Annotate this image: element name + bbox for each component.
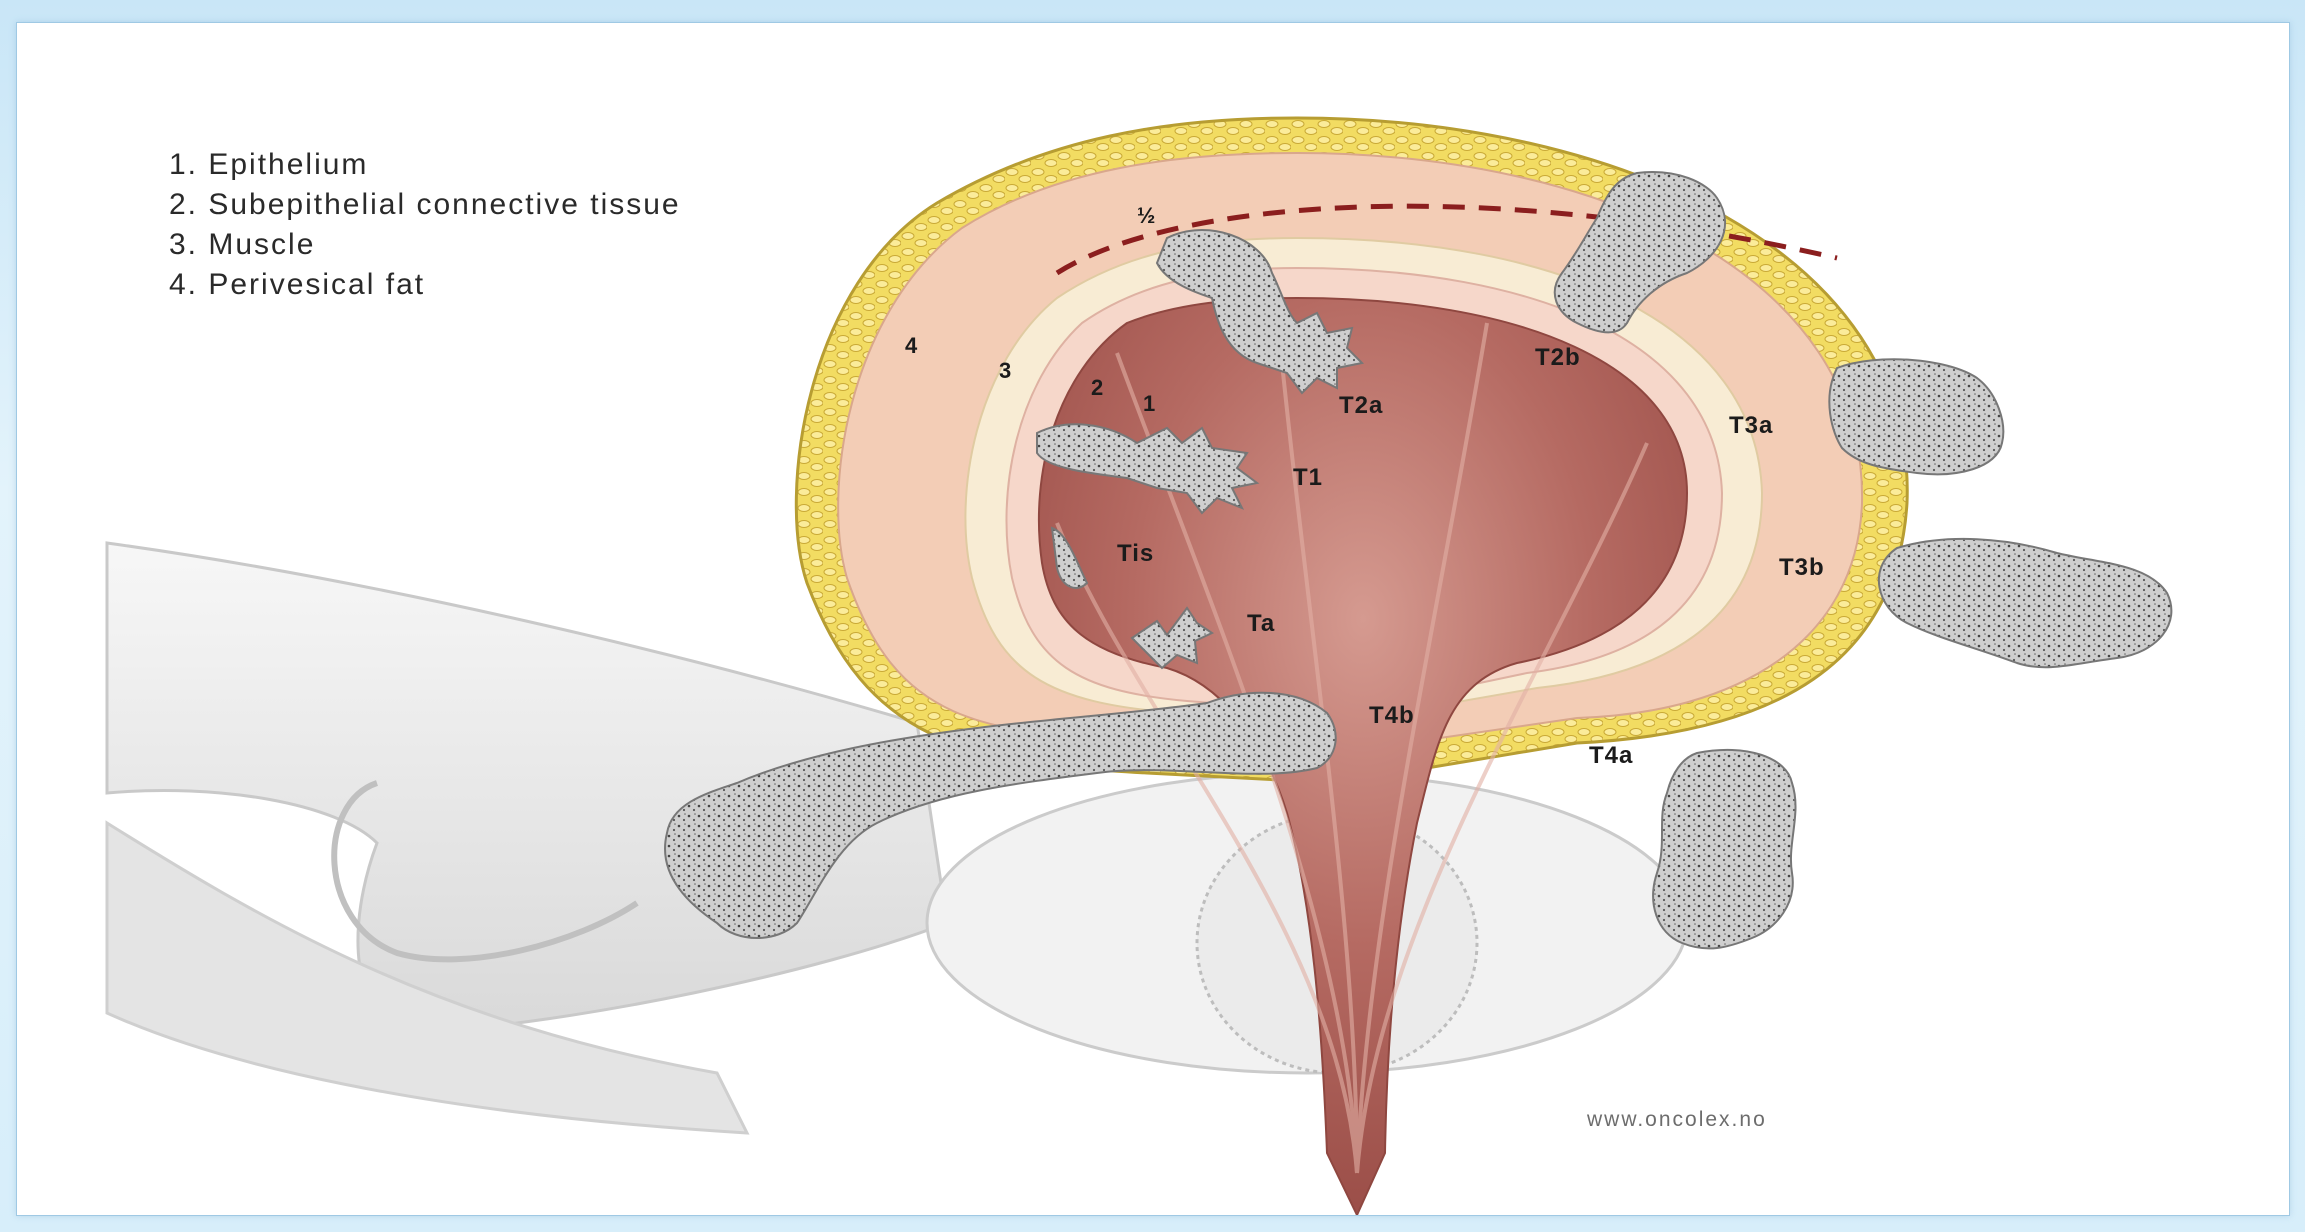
label-t2b: T2b <box>1535 344 1581 371</box>
legend-item-perivesical-fat: 4. Perivesical fat <box>169 265 681 305</box>
layer-number-2: 2 <box>1091 375 1103 400</box>
legend: 1. Epithelium 2. Subepithelial connectiv… <box>169 145 681 305</box>
tumor-t4a <box>1653 750 1795 949</box>
label-t4a: T4a <box>1589 742 1633 769</box>
legend-item-connective-tissue: 2. Subepithelial connective tissue <box>169 185 681 225</box>
half-depth-label: ½ <box>1137 203 1155 228</box>
tumor-t3b <box>1879 539 2172 667</box>
label-t1: T1 <box>1293 464 1323 491</box>
diagram-frame: 4 3 2 1 ½ Tis Ta T1 T2a T2b T3a T3b T4a … <box>16 22 2290 1216</box>
label-t2a: T2a <box>1339 392 1383 419</box>
label-ta: Ta <box>1247 610 1275 637</box>
tumor-t3a <box>1829 359 2003 474</box>
legend-item-muscle: 3. Muscle <box>169 225 681 265</box>
label-t4b: T4b <box>1369 702 1415 729</box>
layer-number-1: 1 <box>1143 391 1155 416</box>
layer-number-3: 3 <box>999 358 1011 383</box>
label-t3b: T3b <box>1779 554 1825 581</box>
layer-number-4: 4 <box>905 333 918 358</box>
label-tis: Tis <box>1117 540 1154 567</box>
legend-item-epithelium: 1. Epithelium <box>169 145 681 185</box>
label-t3a: T3a <box>1729 412 1773 439</box>
credit-text: www.oncolex.no <box>1586 1108 1767 1131</box>
